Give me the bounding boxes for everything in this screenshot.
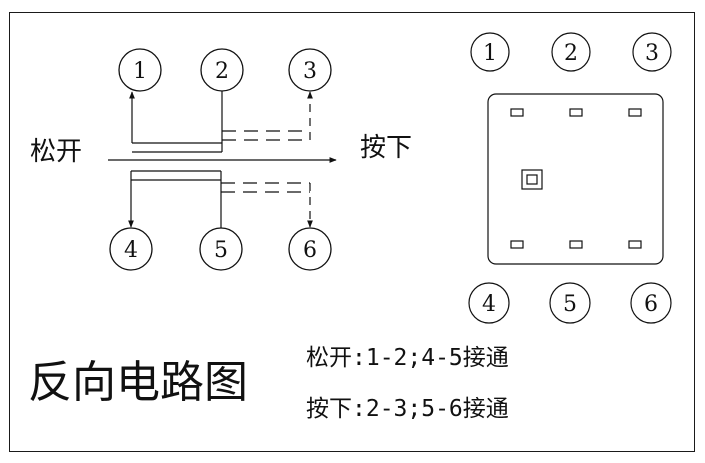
svg-text:5: 5	[563, 292, 577, 317]
svg-text:4: 4	[124, 238, 138, 263]
package-pin-5: 5	[549, 282, 591, 324]
schematic-pin-1: 1	[118, 48, 162, 92]
package-pin-4: 4	[468, 282, 510, 324]
package-pin-2: 2	[551, 32, 591, 72]
svg-text:5: 5	[214, 238, 228, 263]
svg-text:2: 2	[564, 41, 578, 66]
pressed-label: 按下	[360, 133, 412, 163]
svg-text:1: 1	[133, 59, 147, 84]
schematic-pin-4: 4	[109, 227, 153, 271]
diagram-frame	[9, 12, 695, 452]
diagram-title: 反向电路图	[28, 357, 248, 408]
svg-text:6: 6	[644, 292, 658, 317]
upper-contact	[129, 91, 313, 153]
package-pin-3: 3	[632, 32, 672, 72]
svg-text:1: 1	[483, 41, 497, 66]
package-pin-6: 6	[630, 282, 672, 324]
released-rule: 松开:1-2;4-5接通	[306, 345, 509, 371]
package-pin-1: 1	[470, 32, 510, 72]
svg-text:3: 3	[645, 41, 659, 66]
svg-text:2: 2	[215, 59, 229, 84]
lower-contact	[128, 170, 313, 228]
schematic-pin-2: 2	[200, 48, 244, 92]
released-label: 松开	[30, 137, 82, 167]
pressed-rule: 按下:2-3;5-6接通	[306, 396, 509, 422]
svg-text:4: 4	[482, 292, 496, 317]
schematic-pin-6: 6	[288, 227, 332, 271]
package-body	[487, 93, 664, 265]
schematic-pin-5: 5	[199, 227, 243, 271]
svg-text:6: 6	[303, 238, 317, 263]
svg-text:3: 3	[303, 59, 317, 84]
schematic-pin-3: 3	[288, 48, 332, 92]
